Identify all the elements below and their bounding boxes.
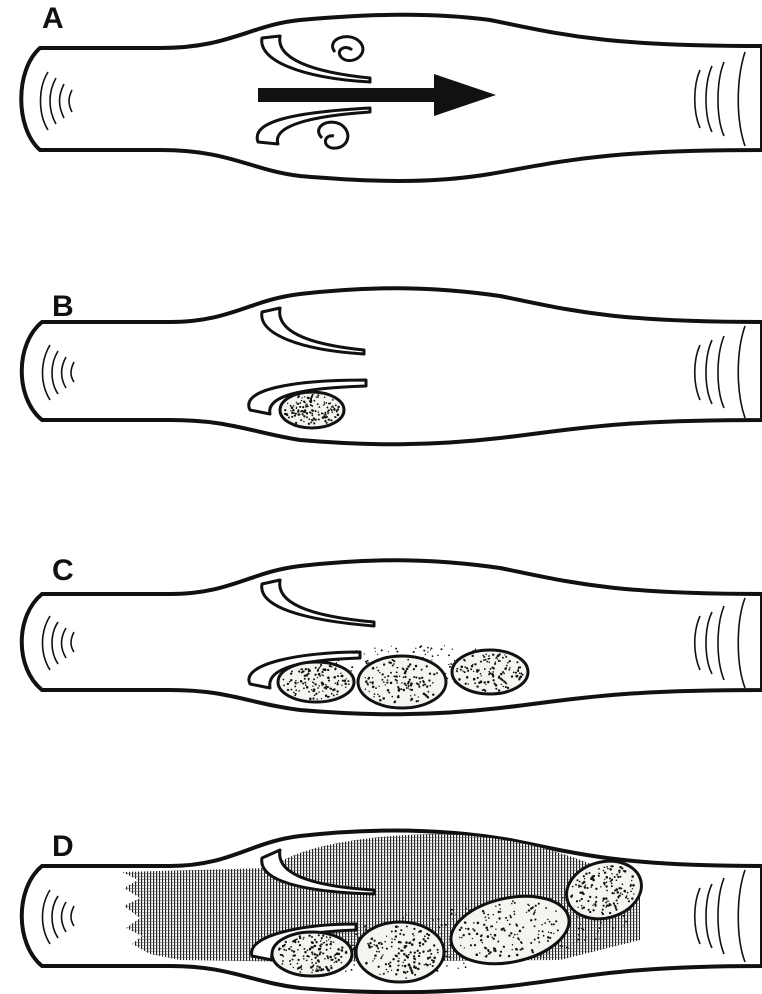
panel-label-b: B: [52, 290, 74, 323]
panel-b: B: [22, 288, 762, 444]
vein-wall: [22, 288, 762, 444]
panel-label-a: A: [42, 2, 64, 35]
panel-d: D: [22, 830, 762, 992]
panel-label-c: C: [52, 554, 74, 587]
valve-pocket-thrombus: [280, 392, 344, 428]
panel-a: A: [21, 2, 762, 181]
panel-c: C: [22, 554, 762, 714]
thrombus-layer-2: [356, 922, 444, 982]
panel-label-d: D: [52, 830, 74, 863]
